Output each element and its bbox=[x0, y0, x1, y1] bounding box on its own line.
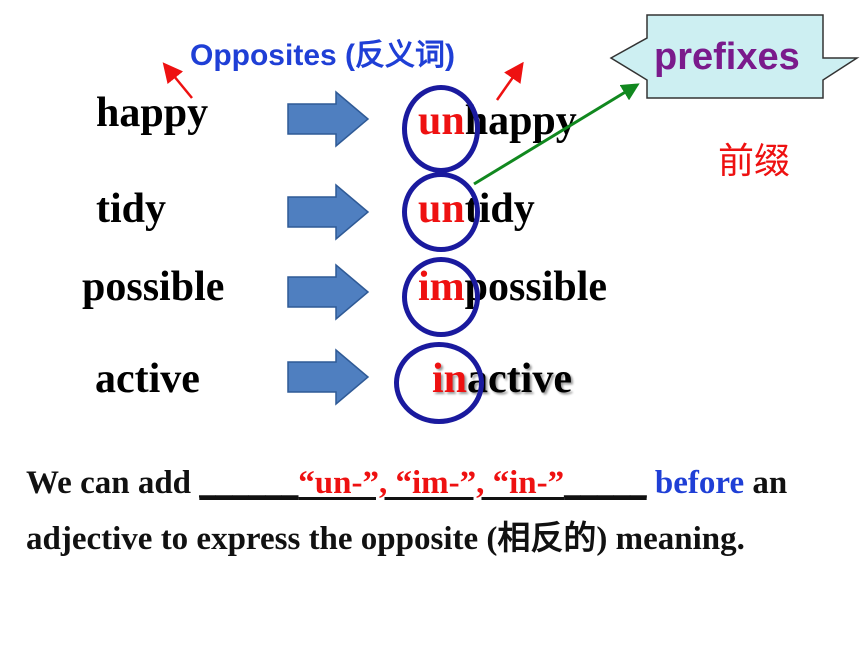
prefix-circle bbox=[402, 172, 480, 252]
blank-lead: ______ bbox=[199, 465, 299, 501]
explanation-paragraph: We can add ______“un-”, “im-”, “in-”____… bbox=[26, 455, 836, 567]
base-word: possible bbox=[82, 264, 225, 310]
prefix-circle bbox=[394, 342, 484, 424]
block-arrow-icon bbox=[287, 263, 370, 321]
green-arrow-icon bbox=[473, 83, 640, 186]
prefix-circle bbox=[402, 257, 480, 337]
page-title: Opposites (反义词) bbox=[190, 39, 456, 72]
root-text: possible bbox=[464, 264, 608, 310]
base-word: happy bbox=[96, 90, 209, 136]
callout-label: prefixes bbox=[654, 36, 800, 78]
base-word: tidy bbox=[96, 186, 167, 232]
root-text: active bbox=[467, 356, 572, 402]
red-arrow-left-icon bbox=[162, 62, 193, 99]
red-arrow-right-icon bbox=[495, 61, 524, 101]
answer-text: “un-”, “im-”, “in-” bbox=[298, 465, 565, 501]
blank-tail: _____ bbox=[564, 465, 647, 501]
callout-chinese: 前缀 bbox=[718, 141, 791, 182]
root-text: happy bbox=[464, 98, 577, 144]
sentence-part3: an adjective to express the opposite (相反… bbox=[26, 465, 788, 557]
sentence-space bbox=[647, 465, 655, 501]
block-arrow-icon bbox=[287, 348, 370, 406]
sentence-part1: We can add bbox=[26, 465, 200, 501]
answer-blank: ______“un-”, “im-”, “in-”_____ bbox=[199, 465, 646, 501]
before-word: before bbox=[654, 465, 745, 501]
base-word: active bbox=[95, 356, 200, 402]
prefix-circle bbox=[402, 85, 480, 173]
block-arrow-icon bbox=[287, 90, 370, 148]
callout-shape bbox=[609, 14, 860, 99]
block-arrow-icon bbox=[287, 183, 370, 241]
